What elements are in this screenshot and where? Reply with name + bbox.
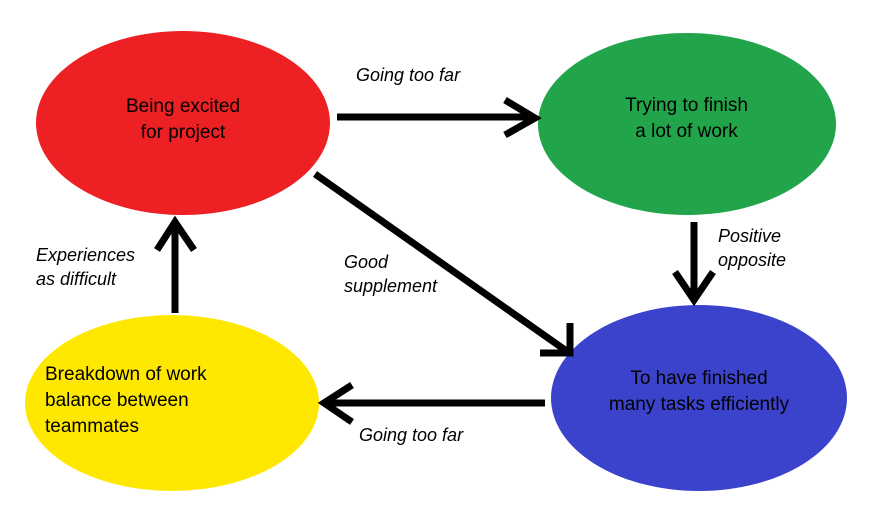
- edge-red-to-green: [337, 96, 542, 139]
- edge-red-to-blue: [312, 171, 574, 357]
- node-ellipse-red[interactable]: [36, 31, 330, 215]
- arrowhead-blue-to-yellow: [317, 382, 354, 425]
- edge-green-to-blue: [672, 222, 716, 307]
- edge-label-green-to-blue: Positive opposite: [718, 226, 787, 271]
- arrowhead-red-to-blue: [540, 323, 574, 357]
- node-ellipse-yellow[interactable]: [25, 315, 319, 491]
- arrowhead-yellow-to-red: [154, 215, 197, 252]
- arrowhead-red-to-green: [503, 96, 542, 139]
- edge-label-red-to-blue: Good supplement: [344, 252, 438, 297]
- edge-line-red-to-blue: [312, 171, 571, 355]
- node-ellipse-blue[interactable]: [551, 305, 847, 491]
- edge-label-red-to-green: Going too far: [356, 65, 461, 85]
- node-ellipse-green[interactable]: [538, 33, 836, 215]
- edge-label-yellow-to-red: Experiences as difficult: [36, 245, 136, 290]
- edge-blue-to-yellow: [317, 382, 545, 425]
- edge-label-blue-to-yellow: Going too far: [359, 425, 464, 445]
- edge-yellow-to-red: [154, 215, 197, 313]
- arrowhead-green-to-blue: [672, 270, 716, 307]
